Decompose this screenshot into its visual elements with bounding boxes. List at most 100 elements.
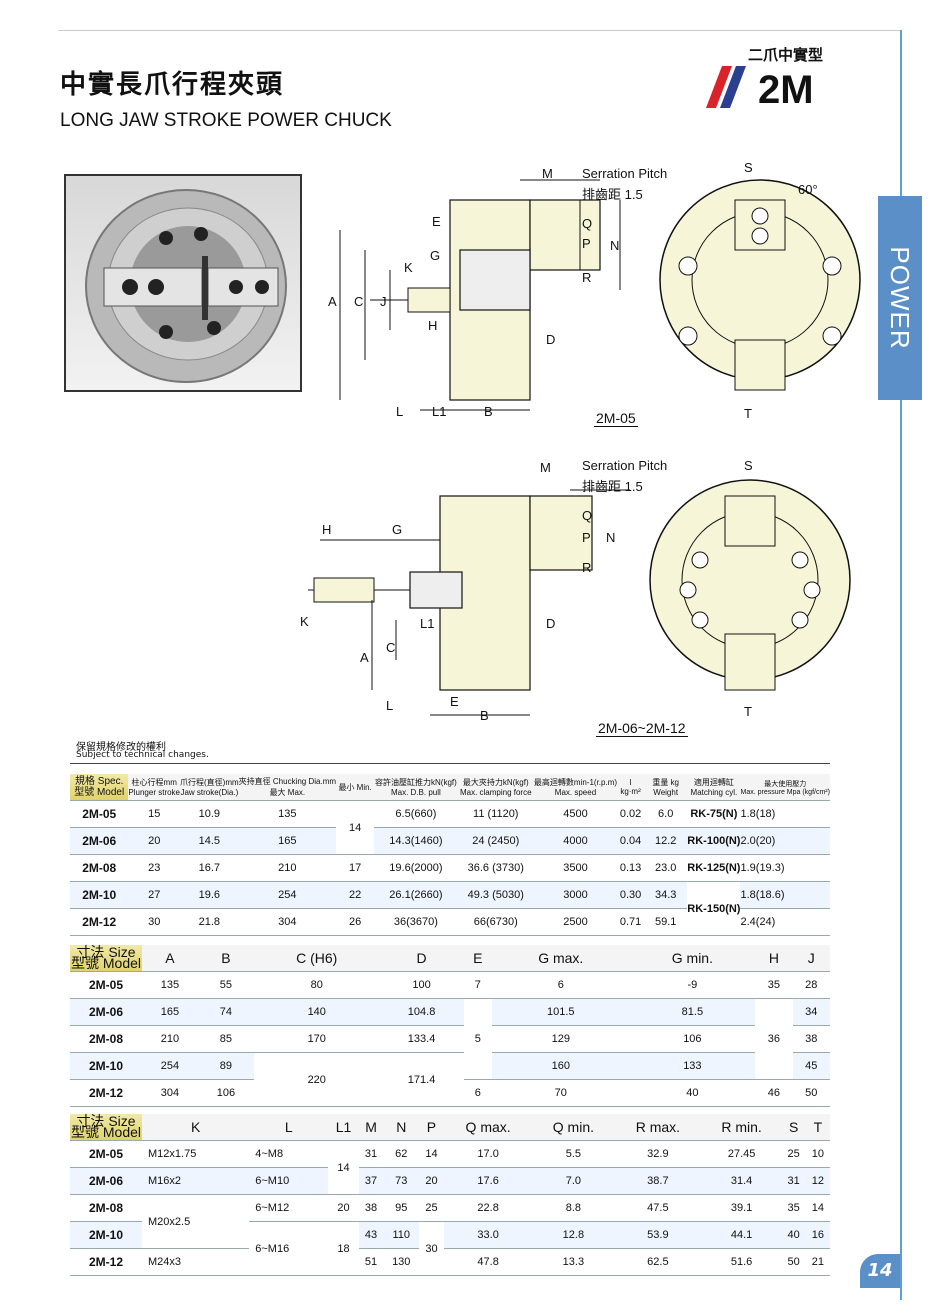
spec-speed: 4000 <box>533 827 618 855</box>
note-en: Subject to technical changes. <box>76 750 209 760</box>
page-number: 14 <box>860 1254 900 1288</box>
size2-rmax: 62.5 <box>614 1248 702 1276</box>
spec-model: 2M-10 <box>70 881 129 909</box>
drawing2-label-serration: Serration Pitch <box>582 458 668 473</box>
size2-s: 40 <box>781 1221 806 1249</box>
size1-header-model-label: 型號 Model <box>70 955 142 971</box>
spec-col-pull-en: Max. D.B. pull <box>391 788 441 797</box>
size2-l1: 20 <box>328 1194 359 1222</box>
drawing1-label-j: J <box>380 294 387 309</box>
spec-weight: 12.2 <box>644 827 688 855</box>
size1-model: 2M-10 <box>70 1052 142 1080</box>
size2-col-l: L <box>249 1114 329 1141</box>
size2-rmax: 53.9 <box>614 1221 702 1249</box>
table-row: 2M-06 M16x2 6~M10 37 73 20 17.6 7.0 38.7… <box>70 1167 830 1195</box>
spec-max: 254 <box>238 881 337 909</box>
size2-rmin: 51.6 <box>701 1248 782 1276</box>
spec-col-speed: 最高迴轉數min-1(r.p.m)Max. speed <box>533 774 618 801</box>
table-row: 2M-06 20 14.5 165 14.3(1460) 24 (2450) 4… <box>70 827 830 855</box>
drawing1-label-g: G <box>430 248 441 263</box>
spec-col-pull-cn: 容許油壓缸推力kN(kgf) <box>375 778 457 787</box>
spec-clamp: 11 (1120) <box>457 800 534 828</box>
size2-t: 16 <box>805 1221 830 1249</box>
drawing-2m-06-12 <box>308 479 851 716</box>
size2-col-t: T <box>805 1114 830 1141</box>
size2-qmax: 17.0 <box>443 1140 533 1168</box>
size2-col-qmin: Q min. <box>532 1114 615 1141</box>
drawing2-label-h: H <box>322 522 332 537</box>
drawing2-label-q: Q <box>582 508 593 523</box>
drawing1-label-e: E <box>432 214 441 229</box>
size2-s: 31 <box>781 1167 806 1195</box>
chuck-photo-icon <box>85 189 287 383</box>
size1-a: 210 <box>142 1025 198 1053</box>
size1-col-h: H <box>755 945 793 972</box>
size1-d: 133.4 <box>379 1025 464 1053</box>
size2-header-size-label: 寸法 Size <box>76 1113 136 1129</box>
size2-k: M20x2.5 <box>142 1194 250 1249</box>
spec-pressure: 1.8(18.6) <box>740 881 830 909</box>
spec-col-cyl-en: Matching cyl. <box>690 788 738 797</box>
spec-pull: 26.1(2660) <box>374 881 458 909</box>
drawing2-label-b: B <box>480 708 489 723</box>
spec-col-pull: 容許油壓缸推力kN(kgf)Max. D.B. pull <box>374 774 458 801</box>
spec-min: 14 <box>336 800 375 855</box>
size2-col-m: M <box>358 1114 384 1141</box>
product-photo <box>64 174 302 392</box>
spec-model: 2M-08 <box>70 854 129 882</box>
spec-i: 0.04 <box>617 827 645 855</box>
spec-clamp: 49.3 (5030) <box>457 881 534 909</box>
size2-l: 6~M10 <box>249 1167 329 1195</box>
page-border <box>900 30 902 1300</box>
note-divider <box>70 763 830 764</box>
spec-pull: 36(3670) <box>374 908 458 936</box>
spec-speed: 3000 <box>533 881 618 909</box>
spec-pull: 14.3(1460) <box>374 827 458 855</box>
size2-col-s: S <box>781 1114 806 1141</box>
table-row: 2M-08 M20x2.5 6~M12 20 38 95 25 22.8 8.8… <box>70 1194 830 1249</box>
page-title-cn: 中實長爪行程夾頭 <box>60 70 285 100</box>
size1-h: 35 <box>755 971 793 999</box>
drawing1-label-a: A <box>328 294 337 309</box>
size2-model: 2M-12 <box>70 1248 142 1276</box>
size1-gmin: 81.5 <box>629 998 756 1026</box>
size1-e: 5 <box>463 998 492 1080</box>
spec-col-max-en: 最大 Max. <box>269 788 306 797</box>
size2-model: 2M-05 <box>70 1140 142 1168</box>
size1-gmax: 6 <box>491 971 630 999</box>
drawing1-label-l1: L1 <box>432 404 447 419</box>
size2-rmax: 47.5 <box>614 1194 702 1222</box>
spec-cyl: RK-100(N) <box>687 827 741 855</box>
drawing2-label-p: P <box>582 530 591 545</box>
spec-jaw: 16.7 <box>180 854 239 882</box>
size2-n: 62 <box>383 1140 420 1168</box>
size1-e: 6 <box>463 1079 492 1107</box>
drawing-2m-05 <box>339 179 861 411</box>
size1-model: 2M-06 <box>70 998 142 1026</box>
size1-gmax: 101.5 <box>491 998 630 1026</box>
size2-rmax: 38.7 <box>614 1167 702 1195</box>
size2-m: 51 <box>358 1248 384 1276</box>
size1-b: 85 <box>197 1025 254 1053</box>
size2-n: 130 <box>383 1248 420 1276</box>
size2-t: 12 <box>805 1167 830 1195</box>
size2-col-n: N <box>383 1114 420 1141</box>
spec-model: 2M-06 <box>70 827 129 855</box>
size1-j: 34 <box>792 998 830 1026</box>
size2-p: 14 <box>419 1140 444 1168</box>
spec-jaw: 10.9 <box>180 800 239 828</box>
size1-col-d: D <box>379 945 464 972</box>
drawing1-label-p: P <box>582 236 591 251</box>
size1-j: 50 <box>792 1079 830 1107</box>
spec-pressure: 2.4(24) <box>740 908 830 936</box>
size2-l: 6~M16 <box>249 1221 329 1276</box>
spec-header-spec-label: 規格 Spec. <box>75 776 124 787</box>
size2-model: 2M-10 <box>70 1221 142 1249</box>
drawing1-label-b: B <box>484 404 493 419</box>
